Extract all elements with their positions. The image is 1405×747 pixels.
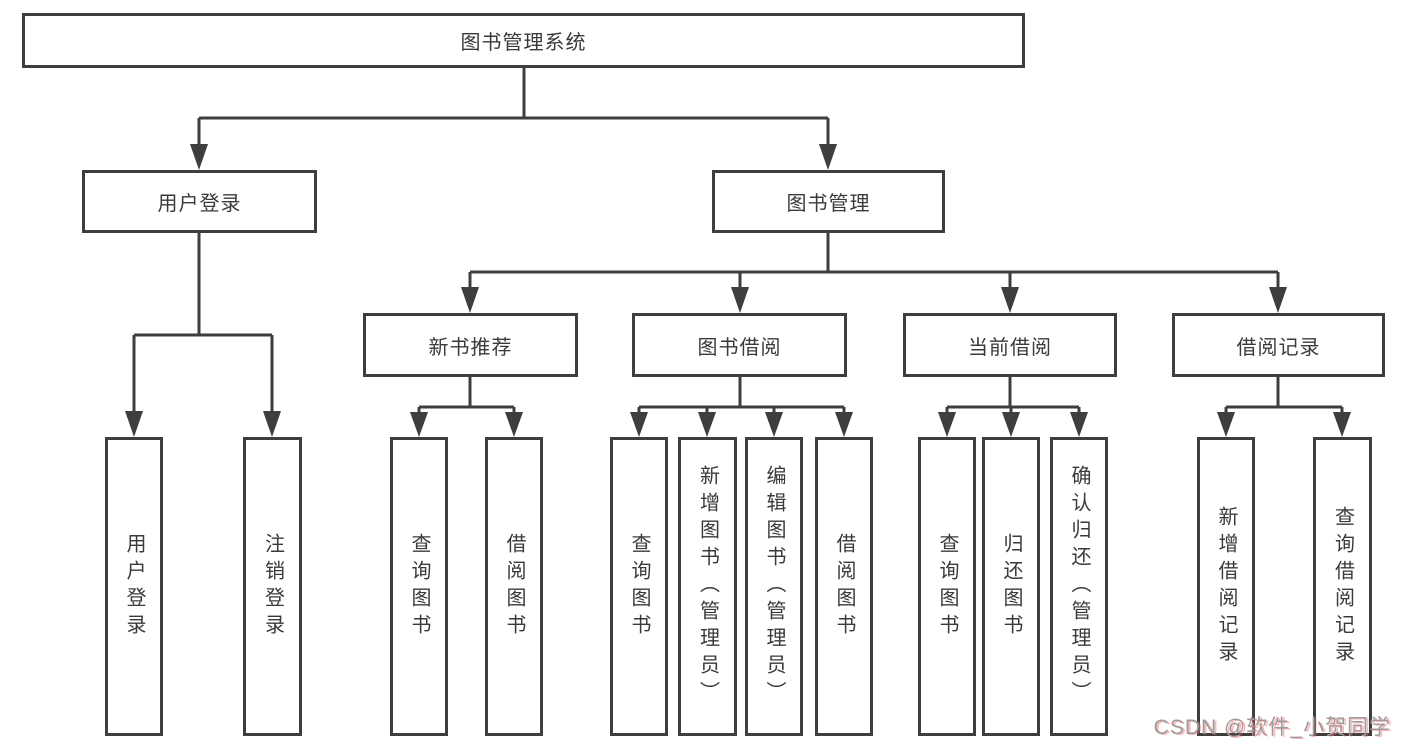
- leaf-add-borrow-record: 新增借阅记录: [1197, 437, 1255, 736]
- arrowhead-icons: [125, 144, 1351, 437]
- node-library-management-system: 图书管理系统: [22, 13, 1025, 68]
- csdn-watermark: CSDN @软件_小贺同学: [1153, 716, 1391, 739]
- node-borrow-records: 借阅记录: [1172, 313, 1385, 377]
- leaf-query-books-borrow: 查询图书: [610, 437, 668, 736]
- leaf-add-books-admin: 新增图书（管理员）: [678, 437, 737, 736]
- leaf-query-books-recommend: 查询图书: [390, 437, 448, 736]
- leaf-query-books-current: 查询图书: [918, 437, 976, 736]
- node-book-management: 图书管理: [712, 170, 945, 233]
- leaf-user-login: 用户登录: [105, 437, 163, 736]
- node-user-login: 用户登录: [82, 170, 317, 233]
- leaf-confirm-return-admin: 确认归还（管理员）: [1050, 437, 1108, 736]
- node-new-book-recommend: 新书推荐: [363, 313, 578, 377]
- leaf-borrow-books-recommend: 借阅图书: [485, 437, 543, 736]
- node-book-borrowing: 图书借阅: [632, 313, 847, 377]
- node-current-borrowing: 当前借阅: [903, 313, 1117, 377]
- leaf-query-borrow-record: 查询借阅记录: [1313, 437, 1372, 736]
- leaf-logout: 注销登录: [243, 437, 302, 736]
- leaf-borrow-books: 借阅图书: [815, 437, 873, 736]
- leaf-return-books: 归还图书: [982, 437, 1040, 736]
- leaf-edit-books-admin: 编辑图书（管理员）: [745, 437, 803, 736]
